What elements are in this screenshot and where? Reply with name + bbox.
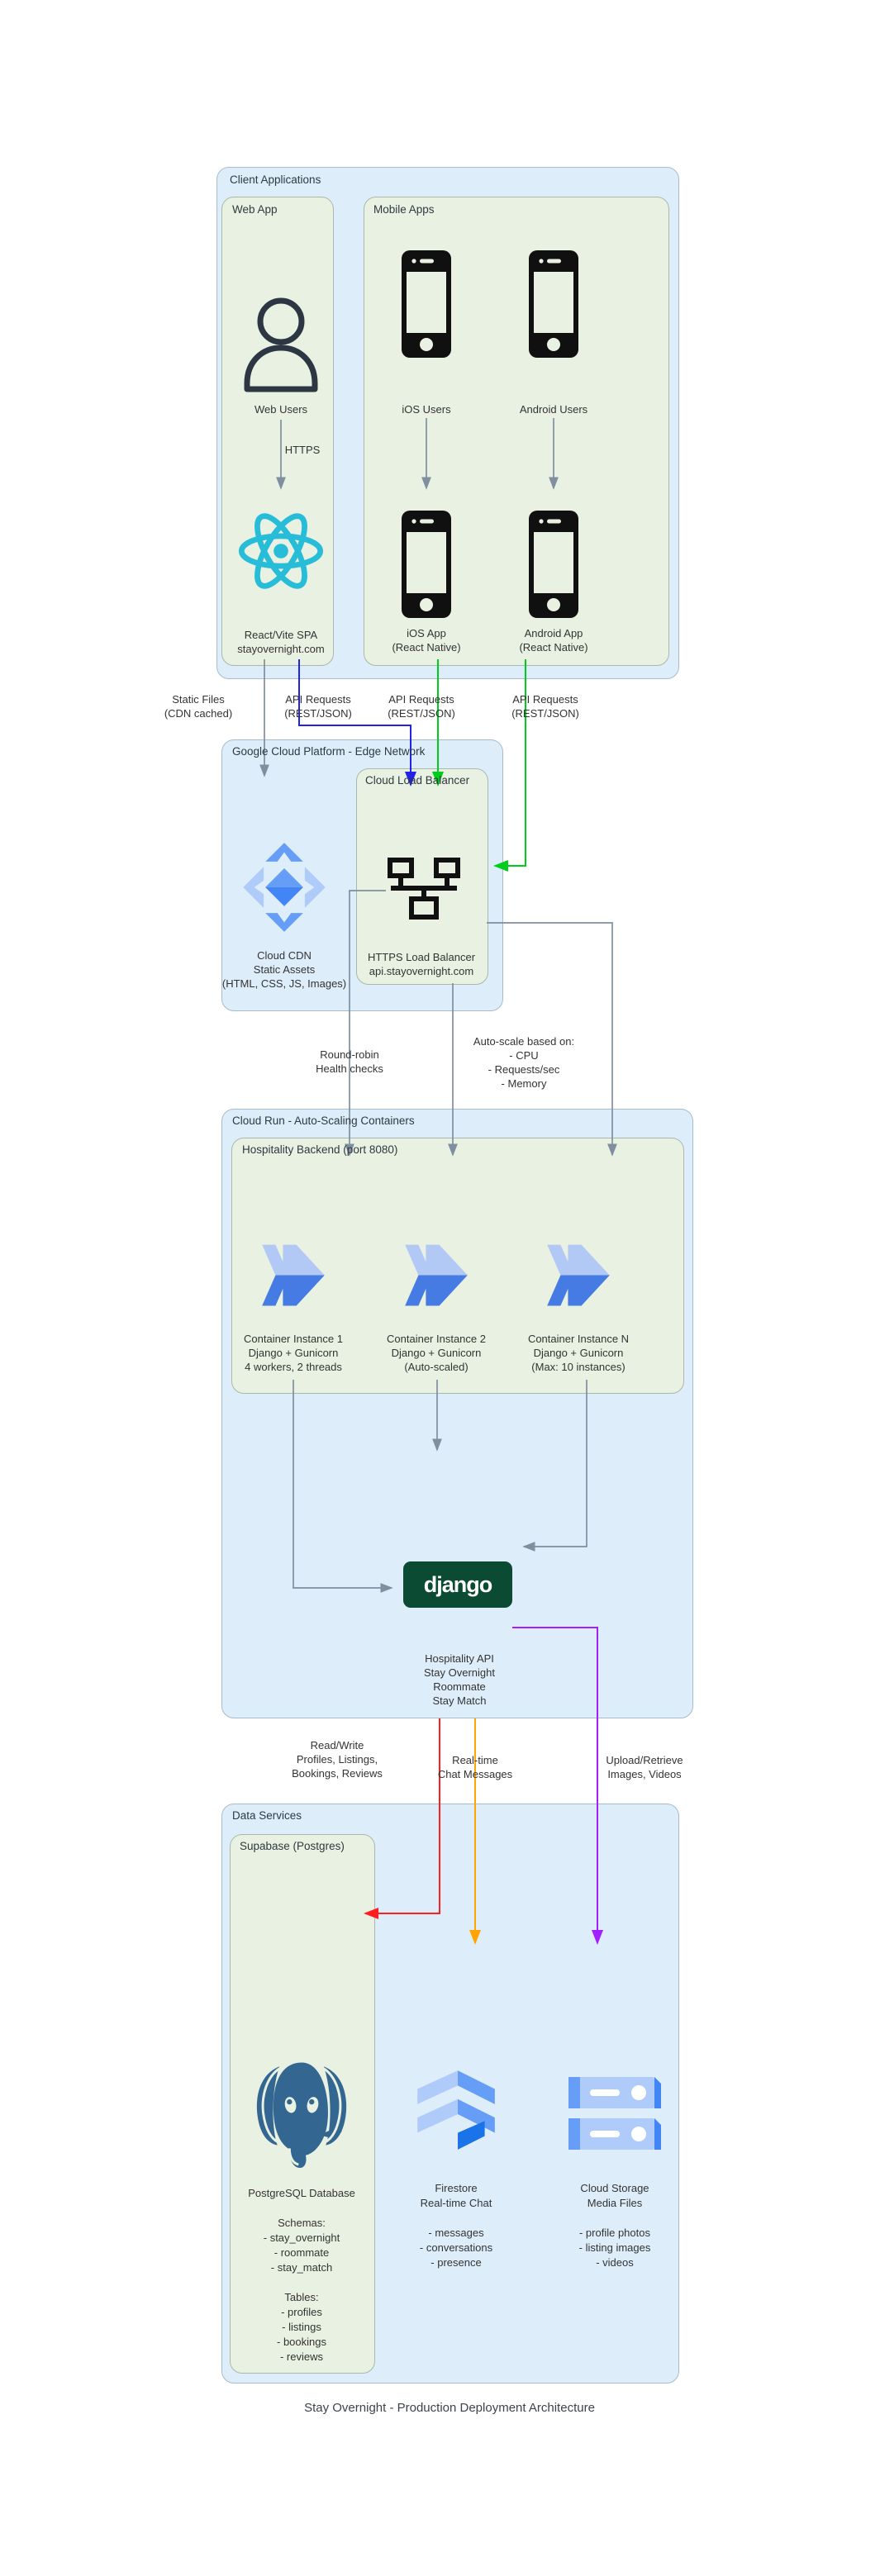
autoscale-label: Auto-scale based on:- CPU- Requests/sec-… [473,1035,575,1090]
person-icon [244,297,318,392]
client-applications-title: Client Applications [230,173,321,186]
https-label: HTTPS [284,444,321,456]
postgresql-label: PostgreSQL Database Schemas:- stay_overn… [248,2187,355,2363]
api-requests-label: API Requests(REST/JSON) [388,693,455,720]
cloud-storage-icon [568,2077,661,2150]
smartphone-icon [402,511,451,618]
smartphone-icon [529,511,578,618]
cloud-run-title: Cloud Run - Auto-Scaling Containers [232,1115,415,1127]
web-app-title: Web App [232,203,278,216]
django-logo: django [403,1561,512,1608]
network-load-balancer-icon [388,858,460,920]
cloud-cdn-icon [243,843,326,932]
smartphone-icon [529,250,578,358]
web-app-box [221,197,334,666]
android-app-label: Android App(React Native) [519,627,588,654]
ios-app-label: iOS App(React Native) [392,627,461,654]
hospitality-backend-title: Hospitality Backend (port 8080) [242,1143,398,1156]
cloud-run-icon [405,1244,468,1306]
smartphone-icon [402,250,451,358]
android-users-label: Android Users [519,403,588,416]
ios-users-label: iOS Users [402,403,451,416]
api-requests-label: API Requests(REST/JSON) [511,693,579,720]
diagram-caption: Stay Overnight - Production Deployment A… [304,2401,595,2415]
cloud-run-icon [547,1244,610,1306]
cloud-run-icon [262,1244,325,1306]
react-icon [238,513,324,589]
firestore-icon [417,2070,495,2150]
mobile-apps-title: Mobile Apps [373,203,435,216]
web-users-label: Web Users [254,403,308,416]
api-requests-label: API Requests(REST/JSON) [284,693,352,720]
supabase-title: Supabase (Postgres) [240,1840,345,1852]
cloud-load-balancer-title: Cloud Load Balancer [365,774,470,787]
gcp-title: Google Cloud Platform - Edge Network [232,745,426,758]
data-services-title: Data Services [232,1809,302,1822]
static-files-label: Static Files(CDN cached) [164,693,233,720]
postgresql-elephant-icon [256,2062,347,2169]
